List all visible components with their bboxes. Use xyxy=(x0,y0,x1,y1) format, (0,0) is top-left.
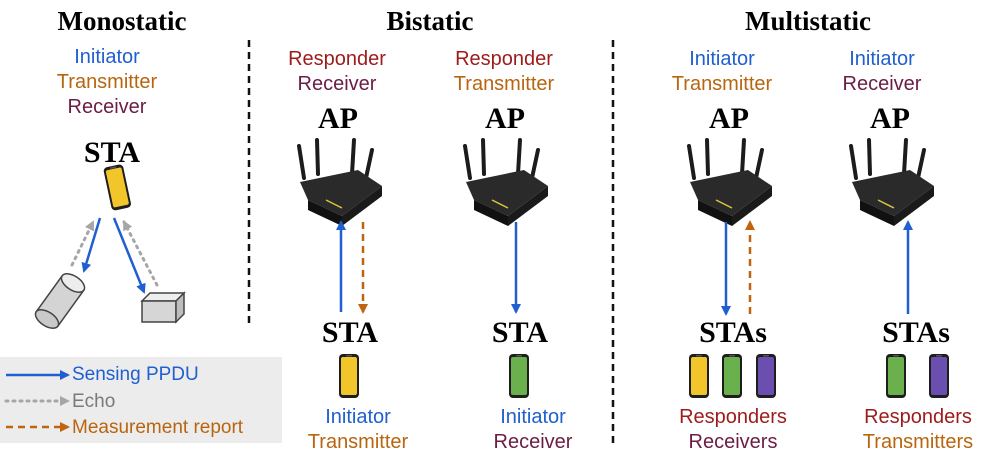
mono-role-transmitter: Transmitter xyxy=(56,71,158,93)
multi-left-smartphone-icon-3 xyxy=(756,354,776,398)
multi-right-role-transmitters: Transmitters xyxy=(862,431,974,453)
mono-smartphone-icon xyxy=(103,163,132,212)
multi-right-sta-label: STAs xyxy=(882,316,950,349)
bi-left-role-initiator: Initiator xyxy=(325,406,391,428)
mono-echo-arrow-right xyxy=(122,220,159,287)
multi-left-ap-label: AP xyxy=(709,102,749,135)
mono-sensing-arrow-right xyxy=(112,217,146,294)
bi-left-sta-label: STA xyxy=(321,316,379,349)
multi-left-role-initiator: Initiator xyxy=(689,48,755,70)
mono-role-receiver: Receiver xyxy=(67,96,147,118)
multi-left-smartphone-icon-2 xyxy=(722,354,742,398)
mono-sensing-arrow-left xyxy=(81,217,102,273)
multi-right-smartphone-icon-1 xyxy=(886,354,906,398)
mono-echo-arrow-left xyxy=(70,220,95,267)
legend-sensing-label: Sensing PPDU xyxy=(72,364,199,385)
multi-right-ap-label: AP xyxy=(870,102,910,135)
multi-left-sta-label: STAs xyxy=(699,316,767,349)
multi-right-role-receiver: Receiver xyxy=(842,73,922,95)
multi-left-role-responders: Responders xyxy=(679,406,787,428)
multi-left-role-receivers: Receivers xyxy=(688,431,778,453)
bi-left-role-receiver: Receiver xyxy=(297,73,377,95)
bi-right-role-transmitter: Transmitter xyxy=(453,73,555,95)
multi-right-smartphone-icon-2 xyxy=(929,354,949,398)
bi-left-role-transmitter: Transmitter xyxy=(307,431,409,453)
bi-left-router-icon xyxy=(297,138,384,228)
legend-report-label: Measurement report xyxy=(72,417,244,438)
bi-right-ap-label: AP xyxy=(485,102,525,135)
cylinder-object-icon xyxy=(34,273,86,329)
bi-right-role-initiator: Initiator xyxy=(500,406,566,428)
heading-monostatic: Monostatic xyxy=(57,6,187,36)
multi-left-role-transmitter: Transmitter xyxy=(671,73,773,95)
bi-right-role-receiver: Receiver xyxy=(493,431,573,453)
bi-right-router-icon xyxy=(463,138,550,228)
bi-left-role-responder: Responder xyxy=(288,48,386,70)
mono-role-initiator: Initiator xyxy=(74,46,140,68)
multi-left-router-icon xyxy=(687,138,774,228)
multi-right-role-responders: Responders xyxy=(864,406,972,428)
multi-right-router-icon xyxy=(849,138,936,228)
bi-right-role-responder: Responder xyxy=(455,48,553,70)
heading-multistatic: Multistatic xyxy=(745,6,871,36)
multi-left-smartphone-icon-1 xyxy=(689,354,709,398)
bi-left-smartphone-icon xyxy=(339,354,359,398)
legend-echo-label: Echo xyxy=(72,391,116,412)
heading-bistatic: Bistatic xyxy=(386,6,474,36)
multi-right-role-initiator: Initiator xyxy=(849,48,915,70)
box-object-icon xyxy=(140,291,186,324)
bi-right-smartphone-icon xyxy=(509,354,529,398)
bi-left-ap-label: AP xyxy=(318,102,358,135)
bi-right-sta-label: STA xyxy=(491,316,549,349)
mono-sta-label: STA xyxy=(83,136,141,169)
